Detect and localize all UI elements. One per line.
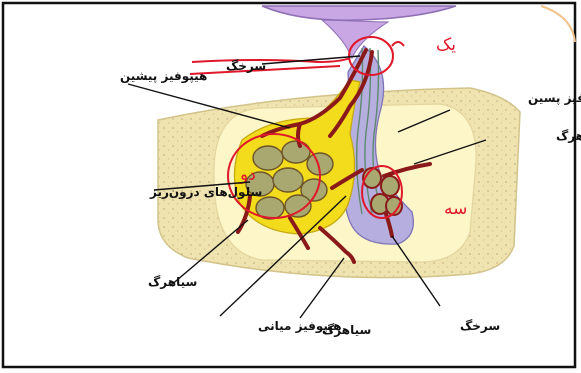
label-vein-bottom-left: سیاهرگ <box>148 274 197 289</box>
hypothalamus <box>262 6 456 58</box>
annotation-three: سه <box>444 199 467 219</box>
label-vein-bottom-center: سیاهرگ <box>322 322 371 337</box>
corner-arc <box>541 6 575 42</box>
label-endocrine-cells: سلول‌های درون‌ریز <box>149 185 262 200</box>
annotation-one: یک <box>436 35 456 55</box>
label-artery-bottom: سرخگ <box>460 319 500 333</box>
label-artery-top: سرخگ <box>226 59 266 73</box>
label-vein-right: سیاهرگ <box>556 128 581 143</box>
label-posterior-pituitary: هیپوفیز پسین <box>528 91 581 106</box>
label-anterior-pituitary: هیپوفیز پیشین <box>120 69 207 84</box>
